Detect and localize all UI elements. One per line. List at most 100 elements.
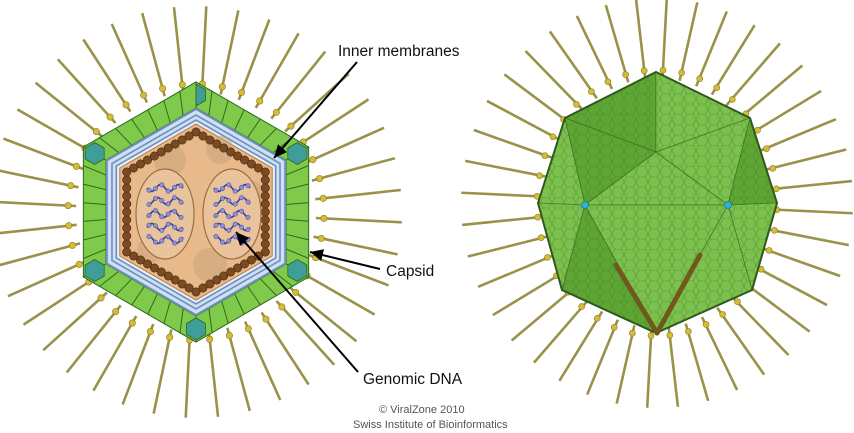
fiber-base-knob <box>771 227 778 234</box>
dna-bead <box>226 214 232 220</box>
dna-bead <box>172 195 178 201</box>
dna-bead <box>152 208 158 214</box>
fiber <box>270 50 327 120</box>
fiber-base-knob <box>719 311 726 318</box>
core-bead <box>198 283 208 293</box>
fiber-base-knob <box>97 294 105 302</box>
fiber <box>524 50 585 112</box>
dna-bead <box>165 201 171 207</box>
dna-bead <box>239 184 245 190</box>
fiber <box>725 42 781 107</box>
fiber-base-knob <box>238 88 246 96</box>
dna-bead <box>172 240 178 246</box>
fiber-base-knob <box>734 298 741 305</box>
fiber <box>503 73 573 126</box>
arrow-genomic-dna-head <box>236 232 250 246</box>
core-bead <box>260 175 270 185</box>
core-bead <box>226 267 236 277</box>
dna-bead <box>165 188 171 194</box>
fiber <box>0 242 81 267</box>
dna-bead <box>232 201 238 207</box>
dna-bead <box>213 222 219 228</box>
fiber <box>275 300 336 366</box>
core-bead <box>191 127 201 137</box>
core-bead <box>143 155 153 165</box>
vertex-marker <box>724 201 732 209</box>
dna-bead <box>245 183 251 189</box>
core-bead <box>122 239 132 249</box>
fiber-base-knob <box>678 69 685 77</box>
fiber <box>0 223 77 235</box>
fiber-base-knob <box>278 303 286 311</box>
core-bead <box>260 223 270 233</box>
core-bead <box>260 215 270 225</box>
dna-bead <box>213 202 219 207</box>
fiber <box>548 30 598 100</box>
fiber <box>42 291 108 352</box>
dna-bead <box>159 238 165 244</box>
core-bead <box>122 199 132 209</box>
dna-bead <box>219 196 225 201</box>
core-bead <box>156 147 166 157</box>
credit-line-1: © ViralZone 2010 <box>379 404 465 416</box>
fiber-base-knob <box>702 321 710 328</box>
arrow-inner-membranes <box>273 61 358 159</box>
core-bead <box>122 175 132 185</box>
fiber-base-knob <box>629 329 636 337</box>
fiber-base-knob <box>549 133 557 141</box>
dna-bead <box>213 213 219 218</box>
fiber <box>254 32 300 109</box>
core-bead <box>136 255 146 265</box>
fiber <box>295 98 370 148</box>
fiber <box>748 89 822 136</box>
fiber-base-knob <box>573 101 580 108</box>
dna-bead <box>159 198 165 204</box>
surface-fibers <box>461 0 853 408</box>
fiber-base-knob <box>140 91 148 99</box>
icosahedral-capsid-shell <box>536 70 779 336</box>
dna-bead <box>213 187 219 193</box>
fiber <box>200 6 208 93</box>
shell-face-mesh <box>538 203 585 290</box>
dna-bead <box>226 182 232 188</box>
fiber-base-knob <box>166 333 174 341</box>
fiber-base-knob <box>309 156 317 164</box>
fiber-base-knob <box>122 101 130 109</box>
core-bead <box>205 279 215 289</box>
vertex-spike <box>654 252 703 336</box>
fiber-base-knob <box>75 260 83 268</box>
fiber-base-knob <box>534 213 541 221</box>
fiber <box>486 99 563 142</box>
fiber <box>741 280 811 333</box>
core-bead <box>122 191 132 201</box>
dna-bead <box>245 199 251 205</box>
core-bead <box>219 271 229 281</box>
dna-bead <box>178 214 184 220</box>
dna-bead <box>165 211 171 217</box>
dna-bead <box>172 184 178 190</box>
capsomer <box>285 202 310 222</box>
fiber <box>604 4 630 83</box>
dna-bead <box>178 199 184 205</box>
core-bead <box>246 255 256 265</box>
fiber <box>558 310 604 382</box>
core-bead <box>205 135 215 145</box>
label-capsid: Capsid <box>386 263 434 280</box>
fiber-base-knob <box>769 164 777 172</box>
fiber-base-knob <box>319 194 327 202</box>
core-bead <box>143 259 153 269</box>
core-bead <box>149 263 159 273</box>
fiber <box>729 294 790 356</box>
core-bead <box>260 247 270 257</box>
fiber-base-knob <box>68 241 76 249</box>
fiber <box>684 323 710 402</box>
core-bead <box>122 215 132 225</box>
fiber-base-knob <box>640 67 648 75</box>
fiber-base-knob <box>206 335 214 343</box>
core-patch <box>193 248 227 282</box>
shell-face-mesh <box>562 205 656 333</box>
dna-bead <box>146 222 152 228</box>
core-bead <box>170 275 180 285</box>
fiber-base-knob <box>316 175 324 183</box>
fiber <box>661 0 669 79</box>
